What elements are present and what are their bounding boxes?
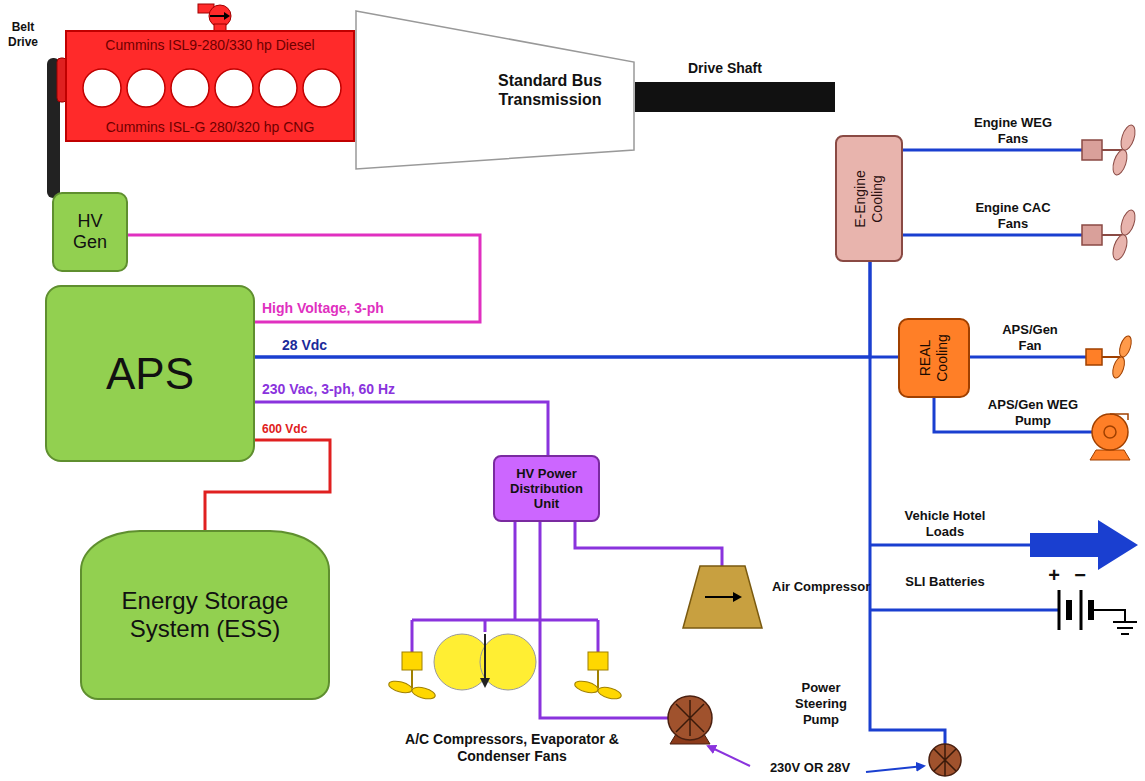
part-label: Drive Shaft — [688, 60, 788, 76]
engine-fan — [1082, 123, 1138, 176]
part-label: Engine CAC Fans — [968, 200, 1058, 232]
node-text: Energy Storage System (ESS) — [105, 587, 305, 643]
node-text: Cummins ISL-G 280/320 hp CNG — [106, 119, 315, 135]
power-line — [255, 262, 870, 357]
aps-box: APS — [45, 285, 255, 462]
part-label: Power Steering Pump — [783, 680, 859, 728]
node-text: Standard Bus Transmission — [490, 71, 610, 109]
aps-fan — [1086, 335, 1134, 380]
line-label: 600 Vdc — [262, 421, 307, 437]
node-text: HV Power Distribution Unit — [502, 466, 592, 511]
part-label: APS/Gen WEG Pump — [985, 397, 1081, 429]
pointer-arrow — [708, 746, 750, 766]
dc-bus — [870, 150, 1092, 744]
cooling-box: REAL Cooling — [898, 318, 970, 398]
part-label: APS/Gen Fan — [992, 322, 1068, 354]
polarity-sign: − — [1072, 564, 1088, 587]
ac-fan — [574, 652, 623, 701]
voltage-note: 230V OR 28V — [754, 760, 866, 776]
part-label: SLI Batteries — [900, 574, 990, 590]
ac-wiring — [412, 522, 722, 718]
part-label: Air Compressor — [772, 579, 872, 595]
engine-fan — [1082, 208, 1138, 261]
hotel-loads-arrow — [1030, 520, 1138, 570]
generator-box: HV Gen — [52, 192, 128, 272]
line-label: 230 Vac, 3-ph, 60 Hz — [262, 381, 395, 397]
part-label: Vehicle Hotel Loads — [890, 508, 1000, 540]
turbo-symbol — [198, 4, 231, 32]
pointer-arrow — [866, 766, 924, 772]
ac-fan — [388, 652, 437, 701]
part-label: Belt Drive — [2, 20, 44, 50]
node-text: E-Engine Cooling — [852, 157, 886, 241]
node-text: Cummins ISL9-280/330 hp Diesel — [105, 37, 314, 53]
steering-pump — [929, 744, 961, 776]
node-text: HV Gen — [65, 211, 115, 253]
cooling-box: E-Engine Cooling — [835, 135, 903, 262]
polarity-sign: + — [1046, 564, 1062, 587]
distribution-box: HV Power Distribution Unit — [493, 455, 600, 522]
engine-block: Cummins ISL9-280/330 hp DieselCummins IS… — [65, 30, 355, 142]
power-line — [255, 402, 548, 455]
node-text: APS — [106, 349, 194, 399]
line-label: High Voltage, 3-ph — [262, 300, 384, 316]
part-label: A/C Compressors, Evaporator & Condenser … — [392, 731, 632, 765]
drive-shaft — [635, 82, 835, 112]
battery-symbol — [1059, 590, 1137, 634]
weg-pump — [1090, 414, 1130, 460]
power-line — [255, 356, 898, 359]
steering-pump — [668, 696, 712, 744]
node-text: REAL Cooling — [917, 327, 951, 389]
part-label: Engine WEG Fans — [968, 115, 1058, 147]
storage-box: Energy Storage System (ESS) — [80, 530, 330, 700]
air-compressor-symbol — [683, 566, 762, 628]
ac-compressor — [434, 634, 536, 690]
line-label: 28 Vdc — [282, 337, 327, 353]
transmission: Standard Bus Transmission — [355, 10, 635, 170]
